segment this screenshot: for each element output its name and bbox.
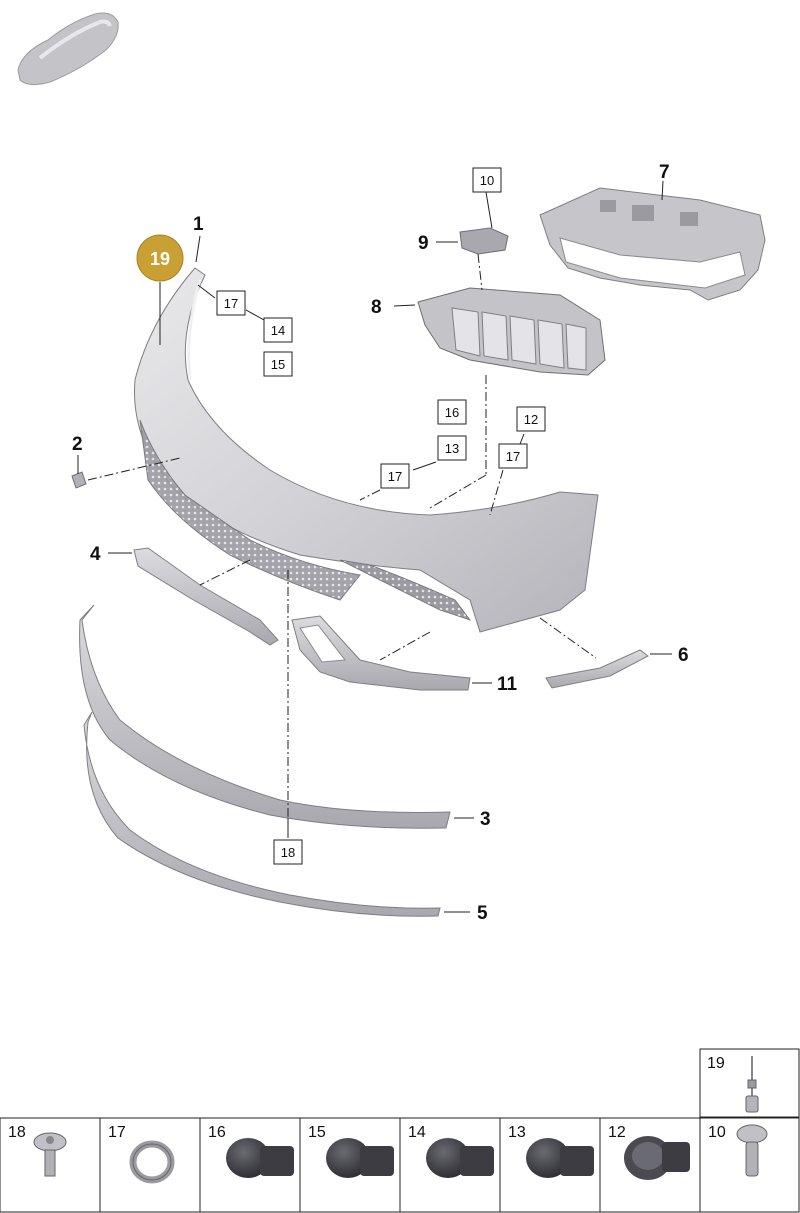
leader-lines <box>77 180 672 913</box>
svg-text:18: 18 <box>8 1124 26 1141</box>
box-callout-16[interactable]: 16 <box>437 399 467 425</box>
callout-2[interactable]: 2 <box>72 434 83 455</box>
callout-11[interactable]: 11 <box>497 674 518 695</box>
park-sensor-icon <box>226 1138 294 1178</box>
box-callout-17a[interactable]: 17 <box>216 290 246 316</box>
callout-1[interactable]: 1 <box>193 214 204 235</box>
svg-text:15: 15 <box>271 357 285 372</box>
part-8-grille <box>417 287 606 376</box>
strip-cell-10[interactable]: 10 <box>708 1124 768 1177</box>
boxed-callouts: 10 17 14 15 16 13 17 12 <box>216 167 546 865</box>
park-sensor-icon <box>526 1138 594 1178</box>
callout-9[interactable]: 9 <box>418 233 429 254</box>
svg-text:13: 13 <box>508 1124 526 1141</box>
strip-cell-14[interactable]: 14 <box>408 1124 494 1178</box>
park-sensor-icon <box>426 1138 494 1178</box>
box-callout-12[interactable]: 12 <box>516 406 546 432</box>
svg-text:14: 14 <box>271 323 285 338</box>
strip-cell-16[interactable]: 16 <box>208 1124 294 1178</box>
strip-cell-12[interactable]: 12 <box>608 1124 690 1180</box>
part-4-strip <box>133 547 279 646</box>
box-callout-10[interactable]: 10 <box>472 167 502 193</box>
part-9-bracket <box>459 227 509 255</box>
svg-text:15: 15 <box>308 1124 326 1141</box>
callout-3[interactable]: 3 <box>480 809 491 830</box>
park-sensor-icon <box>326 1138 394 1178</box>
box-callout-17c[interactable]: 17 <box>498 443 528 469</box>
svg-text:19: 19 <box>707 1055 725 1072</box>
svg-text:16: 16 <box>208 1124 226 1141</box>
box-callout-15[interactable]: 15 <box>263 351 293 377</box>
part-6-trim <box>545 649 649 689</box>
strip-cell-17[interactable]: 17 <box>108 1124 175 1184</box>
highlight-label: 19 <box>150 249 170 269</box>
svg-text:10: 10 <box>480 173 494 188</box>
part-2-clip <box>71 471 87 489</box>
sensor-housing-icon <box>624 1136 690 1180</box>
callout-7[interactable]: 7 <box>659 162 670 183</box>
clip-fastener-icon <box>736 1124 768 1177</box>
svg-text:18: 18 <box>281 845 295 860</box>
svg-text:16: 16 <box>445 405 459 420</box>
strip-cell-18[interactable]: 18 <box>8 1124 67 1177</box>
svg-text:13: 13 <box>445 441 459 456</box>
svg-text:17: 17 <box>388 469 402 484</box>
box-callout-14[interactable]: 14 <box>263 317 293 343</box>
highlight-callout-19[interactable]: 19 <box>136 234 184 282</box>
vehicle-thumbnail <box>17 12 119 86</box>
parts-strip: 19 18 17 <box>0 1048 800 1213</box>
part-1-bumper-cover <box>134 267 599 633</box>
part-3-spoiler <box>79 604 451 829</box>
strip-cell-19[interactable]: 19 <box>699 1048 800 1118</box>
svg-text:17: 17 <box>506 449 520 464</box>
strip-cell-13[interactable]: 13 <box>508 1124 594 1178</box>
svg-text:12: 12 <box>608 1124 626 1141</box>
svg-text:12: 12 <box>524 412 538 427</box>
callout-4[interactable]: 4 <box>90 544 101 565</box>
callout-5[interactable]: 5 <box>477 903 488 924</box>
part-7-upper-carrier <box>539 187 766 301</box>
svg-text:17: 17 <box>108 1124 126 1141</box>
screw-icon <box>33 1132 67 1177</box>
box-callout-13[interactable]: 13 <box>437 435 467 461</box>
ring-icon <box>129 1140 175 1184</box>
box-callout-17b[interactable]: 17 <box>380 463 410 489</box>
box-callout-18[interactable]: 18 <box>273 839 303 865</box>
part-callouts: 1 2 3 4 5 6 7 8 9 11 <box>72 162 689 924</box>
callout-8[interactable]: 8 <box>371 297 382 318</box>
svg-text:14: 14 <box>408 1124 426 1141</box>
svg-text:17: 17 <box>224 296 238 311</box>
strip-cell-15[interactable]: 15 <box>308 1124 394 1178</box>
callout-6[interactable]: 6 <box>678 645 689 666</box>
part-11-duct <box>291 615 471 691</box>
part-5-lip <box>83 711 441 917</box>
svg-text:10: 10 <box>708 1124 726 1141</box>
